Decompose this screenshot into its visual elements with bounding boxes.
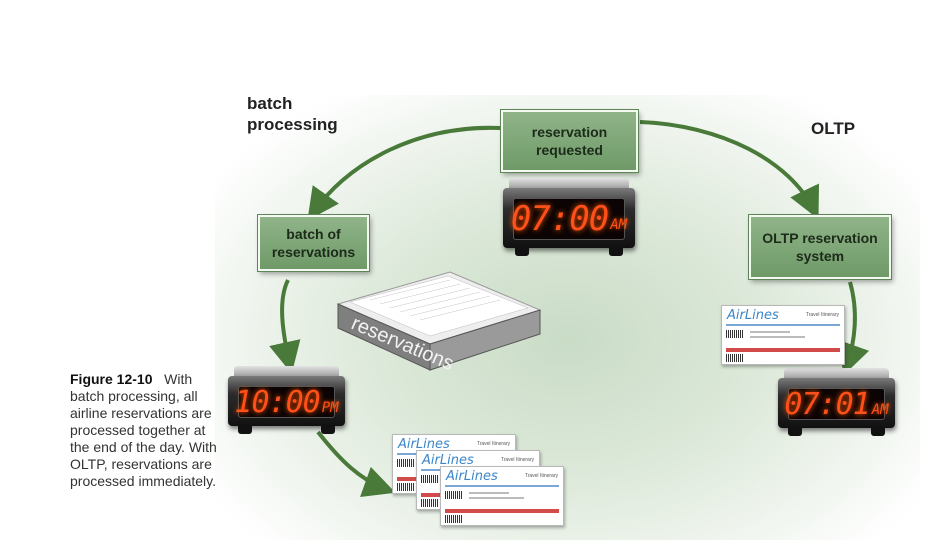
reservation-requested-box: reservation requested <box>501 110 638 172</box>
arrow-requested-to-batch <box>307 125 501 221</box>
clock-center-period: AM <box>610 217 628 233</box>
oltp-reservation-system-label: OLTP reservation system <box>762 230 878 264</box>
ticket-brand: AirLines <box>398 437 450 452</box>
clock-oltp: 07:01 AM <box>778 368 895 436</box>
ticket-brand: AirLines <box>422 453 474 468</box>
clock-batch-time: 10:00 <box>234 384 320 420</box>
ticket-subtitle: Travel Itinerary <box>476 441 510 447</box>
clock-center: 07:00 AM <box>503 178 635 256</box>
figure-number: Figure 12-10 <box>70 371 153 387</box>
reservation-requested-label: reservation requested <box>531 124 608 158</box>
ticket-batch-3: AirLines Travel Itinerary <box>440 466 564 526</box>
batch-of-reservations-box: batch of reservations <box>258 215 369 271</box>
clock-oltp-time: 07:01 <box>784 386 870 422</box>
ticket-brand: AirLines <box>727 308 779 323</box>
clock-center-time: 07:00 <box>510 199 609 239</box>
arrow-batch-to-clock <box>269 279 301 374</box>
clock-oltp-period: AM <box>871 402 889 418</box>
figure-caption: Figure 12-10 With batch processing, all … <box>70 371 220 490</box>
reservations-tray: reservations <box>336 271 542 372</box>
arrow-clock-to-tickets <box>316 430 396 497</box>
batch-processing-heading: batch processing <box>247 94 338 134</box>
figure-caption-text: With batch processing, all airline reser… <box>70 371 217 489</box>
ticket-brand: AirLines <box>446 469 498 484</box>
clock-batch: 10:00 PM <box>228 366 345 434</box>
oltp-reservation-system-box: OLTP reservation system <box>749 215 891 279</box>
oltp-heading: OLTP <box>811 119 856 138</box>
clock-batch-period: PM <box>321 400 339 416</box>
ticket-subtitle: Travel Itinerary <box>805 312 839 318</box>
arrow-oltp-to-clock <box>838 281 870 376</box>
ticket-subtitle: Travel Itinerary <box>524 473 558 479</box>
batch-of-reservations-label: batch of reservations <box>271 226 356 260</box>
ticket-oltp: AirLines Travel Itinerary <box>721 305 845 365</box>
ticket-subtitle: Travel Itinerary <box>500 457 534 463</box>
arrow-requested-to-oltp <box>639 120 819 220</box>
